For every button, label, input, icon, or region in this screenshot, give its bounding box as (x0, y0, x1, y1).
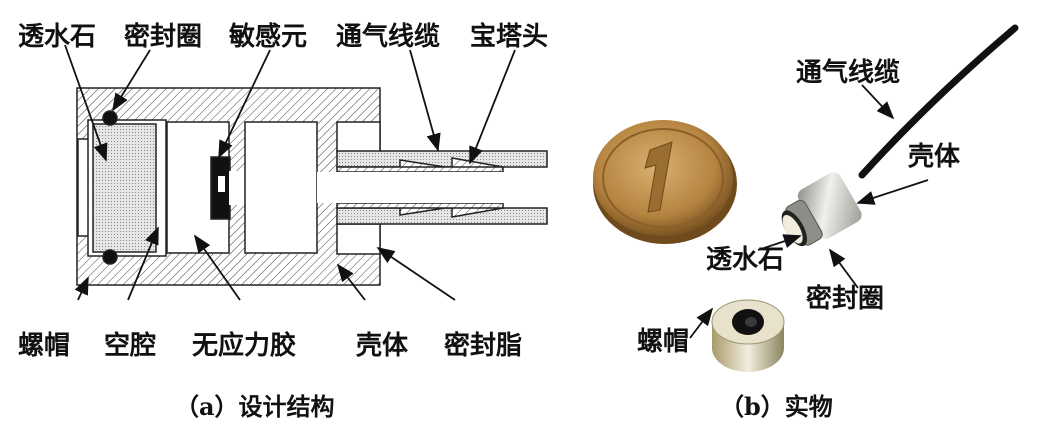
nut-photo (711, 299, 785, 372)
label-seal-ring: 密封圈 (124, 22, 203, 52)
caption-a: （a）设计结构 (175, 392, 335, 421)
seal-ring-top (102, 110, 118, 126)
label-porous-stone: 透水石 (18, 22, 97, 52)
cable (858, 24, 1019, 179)
label-shell: 壳体 (356, 331, 409, 361)
grease-gap-top (336, 121, 381, 153)
leader-lines-b (689, 84, 929, 339)
cable-wall-bottom (336, 207, 548, 225)
coin-numeral (644, 141, 673, 213)
seal-ring-bottom (102, 249, 118, 265)
photo-label-vent-cable: 通气线缆 (796, 58, 901, 88)
photo-label-seal-ring: 密封圈 (806, 284, 885, 314)
label-cavity: 空腔 (104, 331, 157, 361)
air-channel (317, 172, 546, 203)
label-sealing-grease: 密封脂 (444, 331, 523, 361)
sensor-photo (781, 172, 862, 247)
photo (593, 24, 1019, 372)
leader-lines-a (64, 44, 516, 301)
photo-label-porous-stone: 透水石 (706, 245, 785, 275)
sensor-window (218, 176, 225, 192)
caption-b: （b）实物 (720, 392, 833, 421)
photo-label-shell: 壳体 (908, 142, 961, 172)
photo-label-nut: 螺帽 (637, 327, 690, 357)
channel-neck (229, 171, 246, 205)
label-sensing-element: 敏感元 (229, 22, 308, 52)
porous-stone (92, 123, 157, 253)
label-stress-free-glue: 无应力胶 (192, 331, 297, 361)
label-pagoda-head: 宝塔头 (470, 22, 549, 52)
grease-gap-bottom (336, 223, 381, 255)
cable-wall-top (336, 150, 548, 168)
coin-rim (602, 128, 724, 228)
label-vent-cable: 通气线缆 (336, 22, 441, 52)
label-nut: 螺帽 (18, 331, 71, 361)
chamber-2 (244, 121, 318, 254)
